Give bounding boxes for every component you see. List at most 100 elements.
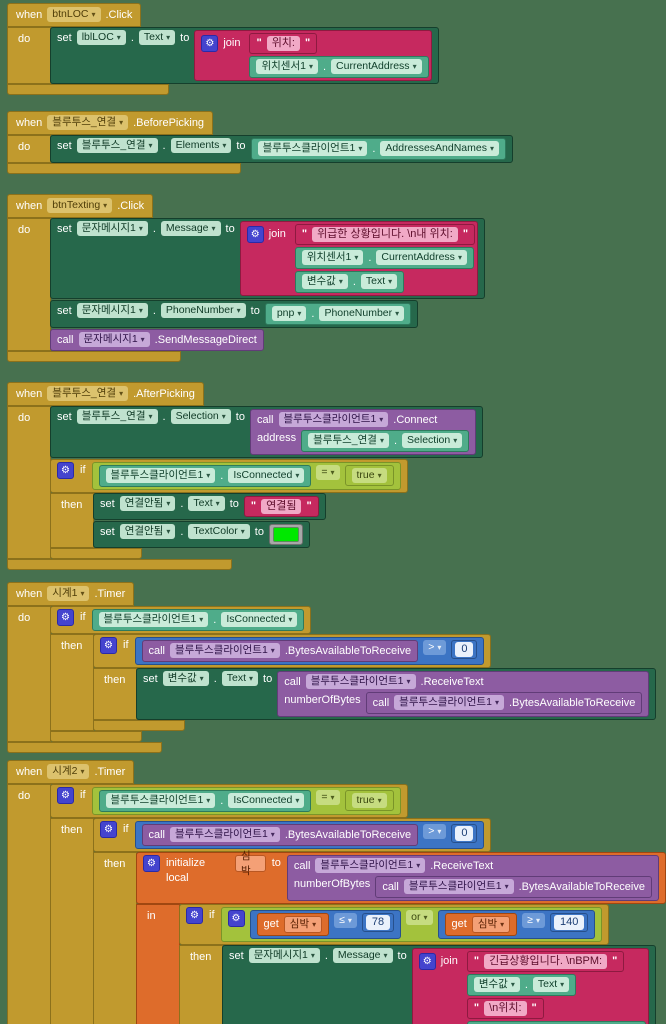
property-dropdown[interactable]: CurrentAddress▾ (376, 250, 467, 265)
text-string-block[interactable]: "위급한 상황입니다. \n내 위치:" (294, 224, 476, 245)
property-dropdown[interactable]: PhoneNumber▾ (319, 306, 405, 321)
mutator-gear-icon[interactable]: ⚙ (186, 907, 203, 924)
component-getter-block[interactable]: 블루투스클라이언트1▾.IsConnected▾ (98, 790, 312, 812)
component-dropdown[interactable]: 블루투스클라이언트1▾ (315, 858, 426, 873)
math-operator-dropdown[interactable]: ≥▾ (522, 913, 545, 928)
mutator-gear-icon[interactable]: ⚙ (57, 787, 74, 804)
property-dropdown[interactable]: Text▾ (138, 30, 176, 45)
component-dropdown[interactable]: lblLOC▾ (76, 30, 126, 45)
logic-compare-block[interactable]: 블루투스클라이언트1▾.IsConnected▾=▾true▾ (91, 462, 401, 490)
variable-dropdown[interactable]: 심박▾ (283, 916, 323, 933)
math-operator-dropdown[interactable]: ≤▾ (334, 913, 357, 928)
component-dropdown[interactable]: 위치센서1▾ (301, 250, 364, 265)
join-block[interactable]: ⚙join"위급한 상황입니다. \n내 위치:"위치센서1▾.CurrentA… (239, 221, 479, 296)
property-dropdown[interactable]: Text▾ (532, 977, 570, 992)
component-dropdown[interactable]: 블루투스_연결▾ (47, 386, 129, 401)
mutator-gear-icon[interactable]: ⚙ (57, 609, 74, 626)
or-operator-dropdown[interactable]: or▾ (406, 910, 433, 925)
mutator-gear-icon[interactable]: ⚙ (201, 35, 219, 52)
component-dropdown[interactable]: 문자메시지1▾ (78, 332, 150, 347)
component-getter-block[interactable]: 블루투스클라이언트1▾.IsConnected▾ (98, 465, 312, 487)
component-dropdown[interactable]: 블루투스클라이언트1▾ (403, 879, 514, 894)
mutator-gear-icon[interactable]: ⚙ (418, 953, 436, 970)
property-dropdown[interactable]: PhoneNumber▾ (160, 303, 246, 318)
component-dropdown[interactable]: 변수값▾ (473, 977, 520, 992)
logic-compare-block[interactable]: 블루투스클라이언트1▾.IsConnected▾ =▾ true▾ (91, 787, 401, 815)
variable-name-chip[interactable]: 심박 (234, 850, 266, 877)
operator-dropdown[interactable]: =▾ (316, 790, 340, 805)
text-string-block[interactable]: "\n위치:" (466, 998, 544, 1019)
component-dropdown[interactable]: 블루투스클라이언트1▾ (257, 141, 368, 156)
number-block[interactable]: 78 (361, 913, 395, 932)
property-dropdown[interactable]: IsConnected▾ (228, 793, 305, 808)
mutator-gear-icon[interactable]: ⚙ (227, 910, 245, 927)
component-dropdown[interactable]: 변수값▾ (301, 274, 348, 289)
mutator-gear-icon[interactable]: ⚙ (246, 226, 264, 243)
logic-value-dropdown[interactable]: true▾ (351, 468, 387, 483)
property-dropdown[interactable]: Text▾ (188, 496, 225, 511)
component-dropdown[interactable]: 블루투스클라이언트1▾ (278, 412, 389, 427)
math-operator-dropdown[interactable]: >▾ (423, 824, 447, 839)
component-dropdown[interactable]: 위치센서1▾ (256, 59, 318, 74)
text-string-block[interactable]: "위치:" (249, 33, 318, 54)
component-dropdown[interactable]: 시계1▾ (47, 586, 90, 601)
property-dropdown[interactable]: Message▾ (160, 221, 221, 236)
component-dropdown[interactable]: 블루투스클라이언트1▾ (98, 612, 209, 627)
property-dropdown[interactable]: Selection▾ (402, 433, 463, 448)
component-getter-block[interactable]: 위치센서1▾.CurrentAddress▾ (249, 56, 429, 78)
property-dropdown[interactable]: TextColor▾ (188, 524, 250, 539)
text-string-block[interactable]: "긴급상황입니다. \nBPM:" (466, 951, 625, 972)
property-dropdown[interactable]: Text▾ (360, 274, 398, 289)
component-dropdown[interactable]: 문자메시지1▾ (76, 303, 148, 318)
logic-value-block[interactable]: true▾ (344, 465, 394, 486)
mutator-gear-icon[interactable]: ⚙ (100, 637, 117, 654)
color-swatch[interactable] (272, 527, 299, 542)
variable-dropdown[interactable]: 심박▾ (471, 916, 511, 933)
property-dropdown[interactable]: Selection▾ (170, 409, 231, 424)
component-dropdown[interactable]: btnTexting▾ (47, 198, 113, 213)
component-dropdown[interactable]: 블루투스클라이언트1▾ (394, 695, 504, 710)
component-getter-block[interactable]: 변수값▾.Text▾ (294, 271, 405, 293)
component-dropdown[interactable]: 변수값▾ (162, 671, 209, 686)
number-block[interactable]: 0 (451, 640, 478, 659)
component-dropdown[interactable]: 문자메시지1▾ (76, 221, 148, 236)
text-string-block[interactable]: "연결됨" (243, 496, 319, 517)
component-dropdown[interactable]: 연결안됨▾ (119, 496, 176, 511)
color-block[interactable] (268, 524, 303, 545)
property-dropdown[interactable]: Message▾ (332, 948, 393, 963)
mutator-gear-icon[interactable]: ⚙ (57, 462, 74, 479)
logic-value-block[interactable]: true▾ (344, 790, 394, 811)
join-block[interactable]: ⚙join"긴급상황입니다. \nBPM:"변수값▾.Text▾"\n위치:"위… (411, 948, 649, 1024)
property-dropdown[interactable]: Elements▾ (170, 138, 232, 153)
property-dropdown[interactable]: CurrentAddress▾ (331, 59, 422, 74)
mutator-gear-icon[interactable]: ⚙ (143, 855, 160, 872)
property-dropdown[interactable]: Text▾ (221, 671, 259, 686)
logic-value-dropdown[interactable]: true▾ (351, 793, 387, 808)
component-getter-block[interactable]: pnp▾.PhoneNumber▾ (264, 303, 412, 325)
